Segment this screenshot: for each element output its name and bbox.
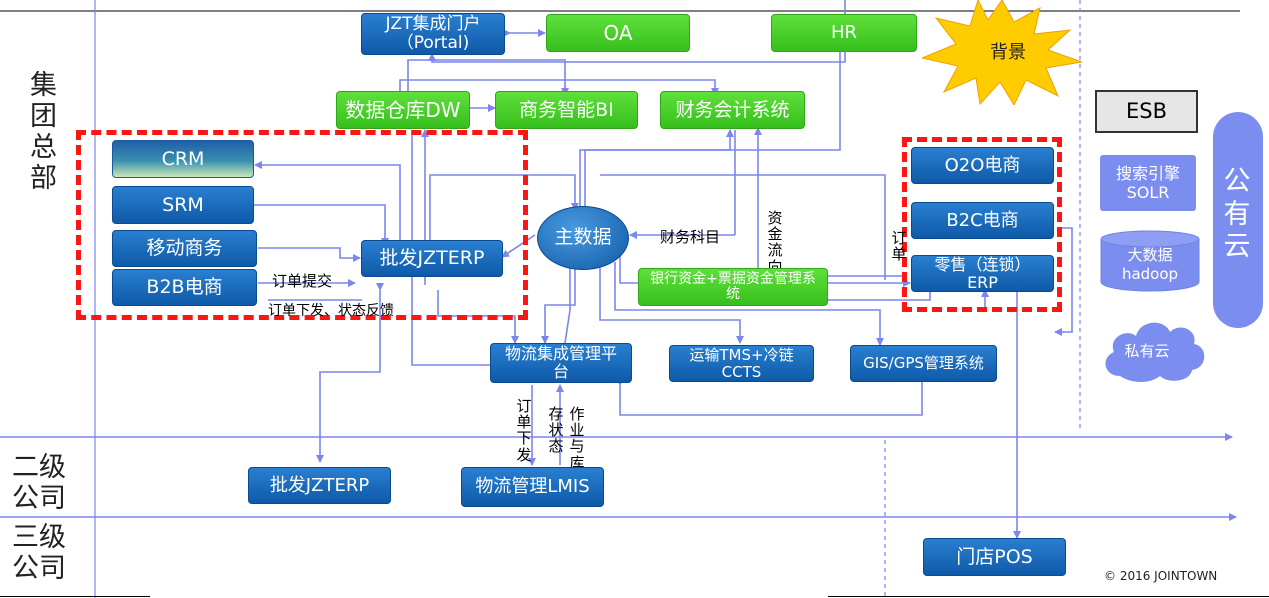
crm-box[interactable]: CRM — [112, 140, 254, 178]
portal-box[interactable]: JZT集成门户（Portal) — [361, 13, 505, 55]
srm-box[interactable]: SRM — [112, 186, 254, 224]
finance-subject-label: 财务科目 — [660, 228, 721, 246]
label-level2: 二级公司 — [12, 452, 66, 515]
oa-box[interactable]: OA — [546, 14, 690, 52]
background-burst-icon — [922, 0, 1082, 105]
retail-erp-box[interactable]: 零售（连锁）ERP — [911, 255, 1054, 292]
private-cloud-icon — [1105, 322, 1205, 382]
jzterp-sub-box[interactable]: 批发JZTERP — [248, 467, 391, 504]
o2o-ecommerce-box[interactable]: O2O电商 — [911, 147, 1054, 184]
jzterp-hq-box[interactable]: 批发JZTERP — [361, 240, 503, 277]
order-feedback-label: 订单下发、状态反馈 — [268, 303, 394, 319]
business-intelligence-box[interactable]: 商务智能BI — [495, 91, 638, 129]
search-engine-box[interactable]: 搜索引擎SOLR — [1100, 155, 1196, 211]
hq-business-group-frame — [76, 130, 528, 320]
gis-gps-box[interactable]: GIS/GPS管理系统 — [850, 345, 997, 382]
label-hq: 集团总部 — [30, 70, 57, 195]
order-vertical-label: 订单 — [891, 229, 907, 264]
hr-box[interactable]: HR — [771, 14, 917, 52]
public-cloud-label: 公有云 — [1223, 166, 1251, 263]
finance-accounting-box[interactable]: 财务会计系统 — [660, 91, 805, 129]
background-burst-label: 背景 — [990, 42, 1026, 63]
public-cloud-shape — [1213, 112, 1263, 328]
bank-fund-box[interactable]: 银行资金+票据资金管理系统 — [638, 268, 828, 306]
b2b-ecommerce-box[interactable]: B2B电商 — [112, 269, 257, 306]
logistics-platform-box[interactable]: 物流集成管理平台 — [490, 343, 632, 383]
fund-flow-label: 资金流向 — [767, 209, 783, 276]
lmis-box[interactable]: 物流管理LMIS — [461, 467, 604, 507]
private-cloud-label: 私有云 — [1124, 341, 1170, 360]
footer-rule-right — [828, 596, 1269, 597]
master-data-node[interactable]: 主数据 — [537, 206, 629, 270]
order-down-label: 订单下发 — [516, 397, 532, 464]
ops-stock-label: 作业与库 — [569, 405, 585, 472]
ecommerce-group-frame — [902, 137, 1062, 312]
store-pos-box[interactable]: 门店POS — [923, 538, 1066, 576]
database-cylinder-icon — [1100, 230, 1200, 292]
esb-box[interactable]: ESB — [1095, 90, 1198, 133]
order-submit-label: 订单提交 — [272, 272, 333, 290]
big-data-label: 大数据hadoop — [1121, 246, 1179, 283]
b2c-ecommerce-box[interactable]: B2C电商 — [911, 202, 1054, 239]
mobile-commerce-box[interactable]: 移动商务 — [112, 230, 257, 267]
label-level3: 三级公司 — [12, 522, 66, 585]
footer-rule-left — [0, 596, 150, 597]
data-warehouse-box[interactable]: 数据仓库DW — [336, 91, 470, 129]
stock-status-label: 存状态 — [548, 405, 564, 456]
copyright-text: © 2016 JOINTOWN — [1104, 569, 1218, 583]
tms-cold-chain-box[interactable]: 运输TMS+冷链CCTS — [669, 345, 814, 382]
